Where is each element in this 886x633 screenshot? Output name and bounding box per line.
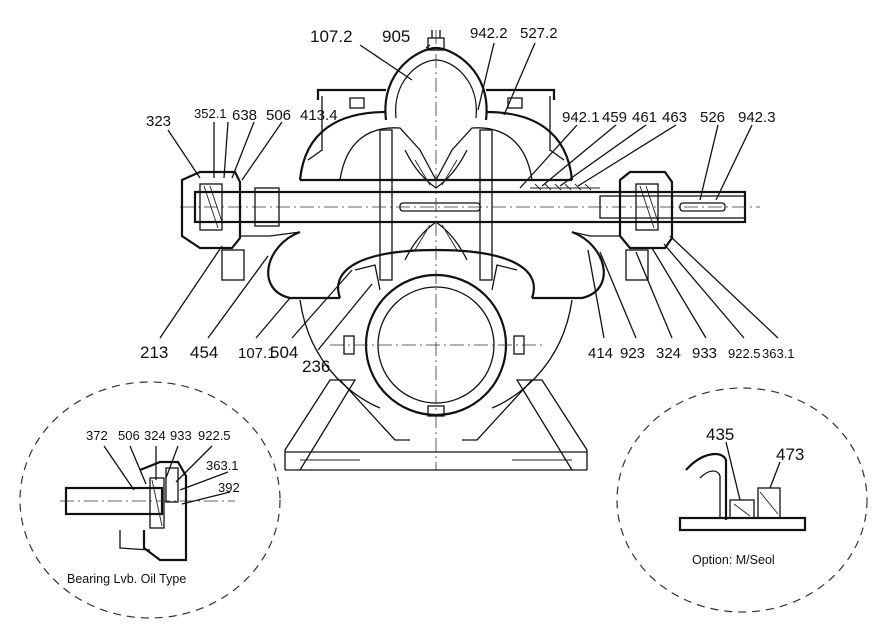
detail-label-363-1: 363.1 bbox=[206, 458, 239, 473]
left-bearing-housing bbox=[180, 170, 301, 281]
label-942-3: 942.3 bbox=[738, 109, 776, 126]
label-905: 905 bbox=[382, 27, 410, 46]
label-527-2: 527.2 bbox=[520, 25, 558, 42]
label-504: 504 bbox=[270, 343, 298, 362]
label-352-1: 352.1 bbox=[194, 106, 227, 121]
label-526: 526 bbox=[700, 109, 725, 126]
label-324: 324 bbox=[656, 345, 681, 362]
label-454: 454 bbox=[190, 343, 218, 362]
label-414: 414 bbox=[588, 345, 613, 362]
detail-label-506: 506 bbox=[118, 428, 140, 443]
label-213: 213 bbox=[140, 343, 168, 362]
label-506: 506 bbox=[266, 107, 291, 124]
label-323: 323 bbox=[146, 113, 171, 130]
leader-lines bbox=[159, 42, 779, 351]
label-461: 461 bbox=[632, 109, 657, 126]
label-638: 638 bbox=[232, 107, 257, 124]
detail-label-922-5: 922.5 bbox=[198, 428, 231, 443]
part-labels: 107.2 905 942.2 527.2 323 352.1 638 506 … bbox=[140, 25, 795, 376]
caption-mechanical-seal: Option: M/Seol bbox=[692, 553, 775, 567]
label-413-4: 413.4 bbox=[300, 107, 338, 124]
label-923: 923 bbox=[620, 345, 645, 362]
detail-label-473: 473 bbox=[776, 445, 804, 464]
detail-bearing-oil-type: 372 506 324 933 922.5 363.1 392 Bearing … bbox=[19, 381, 281, 619]
lower-casing bbox=[267, 30, 605, 470]
caption-bearing-oil-type: Bearing Lvb. Oil Type bbox=[67, 572, 186, 586]
upper-casing bbox=[298, 30, 574, 182]
label-933: 933 bbox=[692, 345, 717, 362]
label-363-1: 363.1 bbox=[762, 346, 795, 361]
detail-label-435: 435 bbox=[706, 425, 734, 444]
label-942-1: 942.1 bbox=[562, 109, 600, 126]
label-107-1: 107.1 bbox=[238, 345, 276, 362]
label-459: 459 bbox=[602, 109, 627, 126]
label-236: 236 bbox=[302, 357, 330, 376]
detail-label-933: 933 bbox=[170, 428, 192, 443]
detail-label-392: 392 bbox=[218, 480, 240, 495]
label-107-2: 107.2 bbox=[310, 27, 353, 46]
label-942-2: 942.2 bbox=[470, 25, 508, 42]
shaft bbox=[180, 183, 760, 227]
base-frame bbox=[284, 379, 588, 471]
detail-mechanical-seal-option: 435 473 Option: M/Seol bbox=[616, 387, 868, 613]
label-463: 463 bbox=[662, 109, 687, 126]
label-922-5: 922.5 bbox=[728, 346, 761, 361]
detail-label-324: 324 bbox=[144, 428, 166, 443]
detail-label-372: 372 bbox=[86, 428, 108, 443]
